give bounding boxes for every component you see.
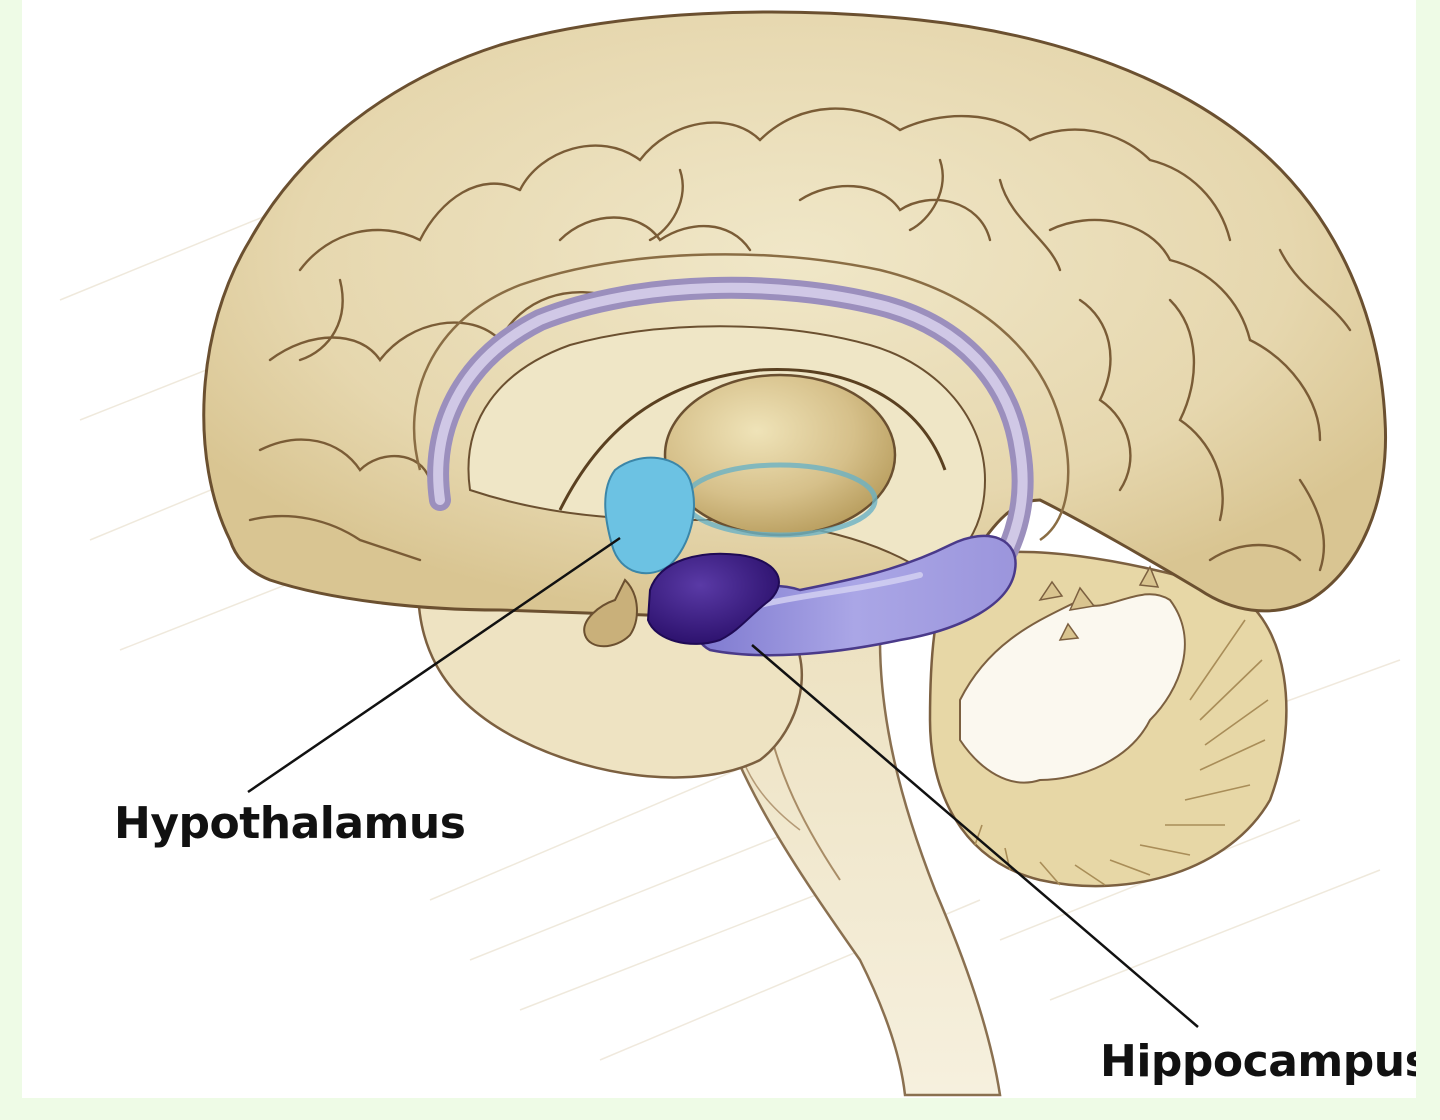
brainstem	[698, 638, 1002, 1097]
brain-sagittal-illustration	[59, 10, 1401, 1097]
cerebral-gyri	[248, 107, 1352, 572]
diagram-frame: Hypothalamus Hippocampus	[22, 0, 1416, 1098]
hippocampus-label: Hippocampus	[1100, 1036, 1416, 1087]
cingulate-gyrus	[412, 253, 1070, 542]
hippocampus-region	[692, 534, 1017, 657]
hypothalamus-leader-line	[247, 536, 621, 794]
thalamus	[663, 373, 897, 537]
amygdala-region	[646, 552, 780, 645]
hypothalamus-label: Hypothalamus	[114, 798, 466, 849]
background-hatching	[59, 119, 1401, 1061]
hippocampus-leader-line	[751, 644, 1199, 1028]
pituitary-gland	[583, 578, 638, 648]
